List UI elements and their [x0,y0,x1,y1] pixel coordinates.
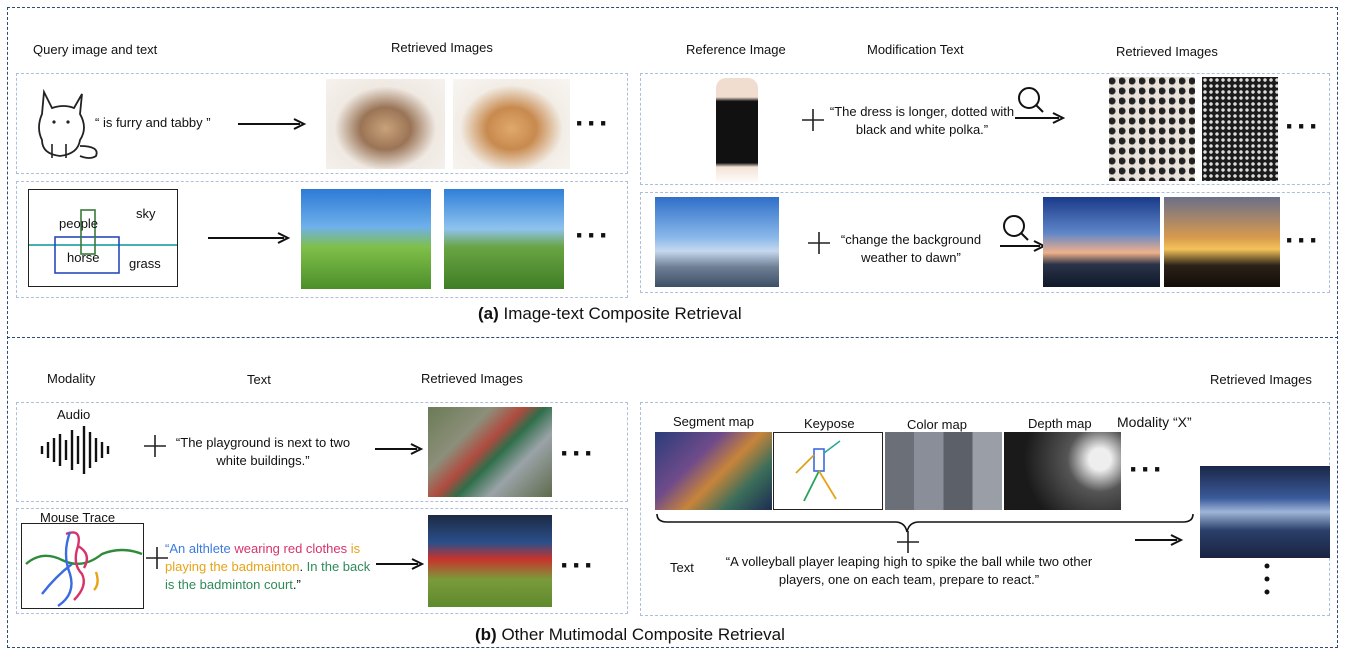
ellipsis-a4: ··· [1285,224,1321,257]
header-retrieved-a-right: Retrieved Images [1116,44,1218,59]
header-query: Query image and text [33,42,158,57]
retrieved-kitten-2 [453,79,570,169]
volleyball-query-text: “A volleyball player leaping high to spi… [725,554,1093,587]
arrow-icon [376,558,425,570]
caption-a: (a) Image-text Composite Retrieval [478,304,742,324]
caption-a-letter: (a) [478,304,499,323]
ellipsis-b2: ··· [560,549,596,582]
header-modality: Modality [47,371,96,386]
mouse-text-part2: wearing red clothes [234,541,351,556]
vertical-ellipsis-icon [1264,563,1270,595]
section-divider [7,337,1338,338]
color-map [885,432,1002,510]
plus-icon [802,109,824,131]
caption-b-text: Other Mutimodal Composite Retrieval [501,625,785,644]
search-arrow-icon [1015,87,1066,124]
sketch-label-people: people [59,216,99,231]
header-retrieved-b-right: Retrieved Images [1210,372,1312,387]
mouse-trace-sketch [21,523,144,609]
modality-x-label: Modality “X” [1117,414,1192,430]
plus-icon [146,547,168,569]
caption-b: (b) Other Mutimodal Composite Retrieval [475,625,785,645]
reference-dress [716,78,758,184]
panel-b-left-row2 [16,508,628,614]
map-label-depth: Depth map [1028,416,1092,431]
panel-a-left-row2 [16,181,628,298]
sketch-label-horse: horse [67,250,100,265]
caption-a-text: Image-text Composite Retrieval [503,304,742,323]
retrieved-dress-2 [1202,77,1278,181]
map-label-segment: Segment map [673,414,754,429]
retrieved-kitten-1 [326,79,445,169]
caption-b-letter: (b) [475,625,497,644]
retrieved-badminton [428,515,552,607]
mouse-text-part1: “An althlete [165,541,235,556]
arrow-icon [208,232,291,244]
mouse-text-part3: is playing the badmainton [165,541,361,574]
figure-frame [7,7,1338,648]
query-text-furry: “ is furry and tabby ” [95,115,211,130]
ellipsis-a1: ··· [575,107,611,140]
panel-a-left-row1 [16,73,628,174]
search-arrow-icon [1000,215,1047,252]
retrieved-dress-1 [1109,77,1195,181]
text-label: Text [670,560,694,575]
brace-icon [656,513,1194,533]
arrow-icon [1135,534,1184,546]
audio-query-text: “The playground is next to two white bui… [175,435,351,468]
retrieved-horse-1 [301,189,431,289]
ellipsis-b1: ··· [560,437,596,470]
mouse-trace-label: Mouse Trace [40,510,116,525]
segment-map [655,432,772,510]
plus-icon [144,435,166,457]
header-text: Text [247,372,271,387]
panel-a-right-row2 [640,192,1330,293]
audio-label: Audio [57,407,91,422]
audio-waveform-icon [40,426,110,474]
retrieved-skyline-dawn-1 [1043,197,1160,287]
ellipsis-b3: ··· [1129,453,1165,486]
mouse-text-part4: . [299,559,307,574]
header-modification: Modification Text [867,42,964,57]
scene-sketch: people sky horse grass [28,189,178,287]
reference-skyline [655,197,779,287]
ellipsis-a3: ··· [1285,110,1321,143]
map-label-color: Color map [907,417,967,432]
retrieved-skyline-dawn-2 [1164,197,1280,287]
retrieved-volleyball [1200,466,1330,558]
keypose-map [773,432,883,510]
map-label-keypose: Keypose [804,416,855,431]
arrow-icon [238,118,307,130]
sketch-label-grass: grass [129,256,161,271]
modification-text-dress: “The dress is longer, dotted with black … [829,104,1015,137]
retrieved-playground [428,407,552,497]
header-retrieved-a-left: Retrieved Images [391,40,493,55]
panel-a-right-row1 [640,73,1330,185]
retrieved-horse-2 [444,189,564,289]
header-reference: Reference Image [686,42,786,57]
cat-sketch-icon [38,88,98,159]
depth-map [1004,432,1121,510]
sketch-label-sky: sky [136,206,156,221]
mouse-query-text: “An althlete wearing red clothes is play… [165,540,375,594]
header-retrieved-b-left: Retrieved Images [421,371,523,386]
modification-text-weather: “change the background weather to dawn” [840,232,982,265]
mouse-text-part6: .” [292,577,301,592]
mouse-text-part5: In the back is the badminton court [165,559,371,592]
ellipsis-a2: ··· [575,219,611,252]
arrow-icon [375,443,424,455]
plus-icon [808,232,830,254]
panel-b-left-row1 [16,402,628,502]
plus-icon [897,531,919,553]
